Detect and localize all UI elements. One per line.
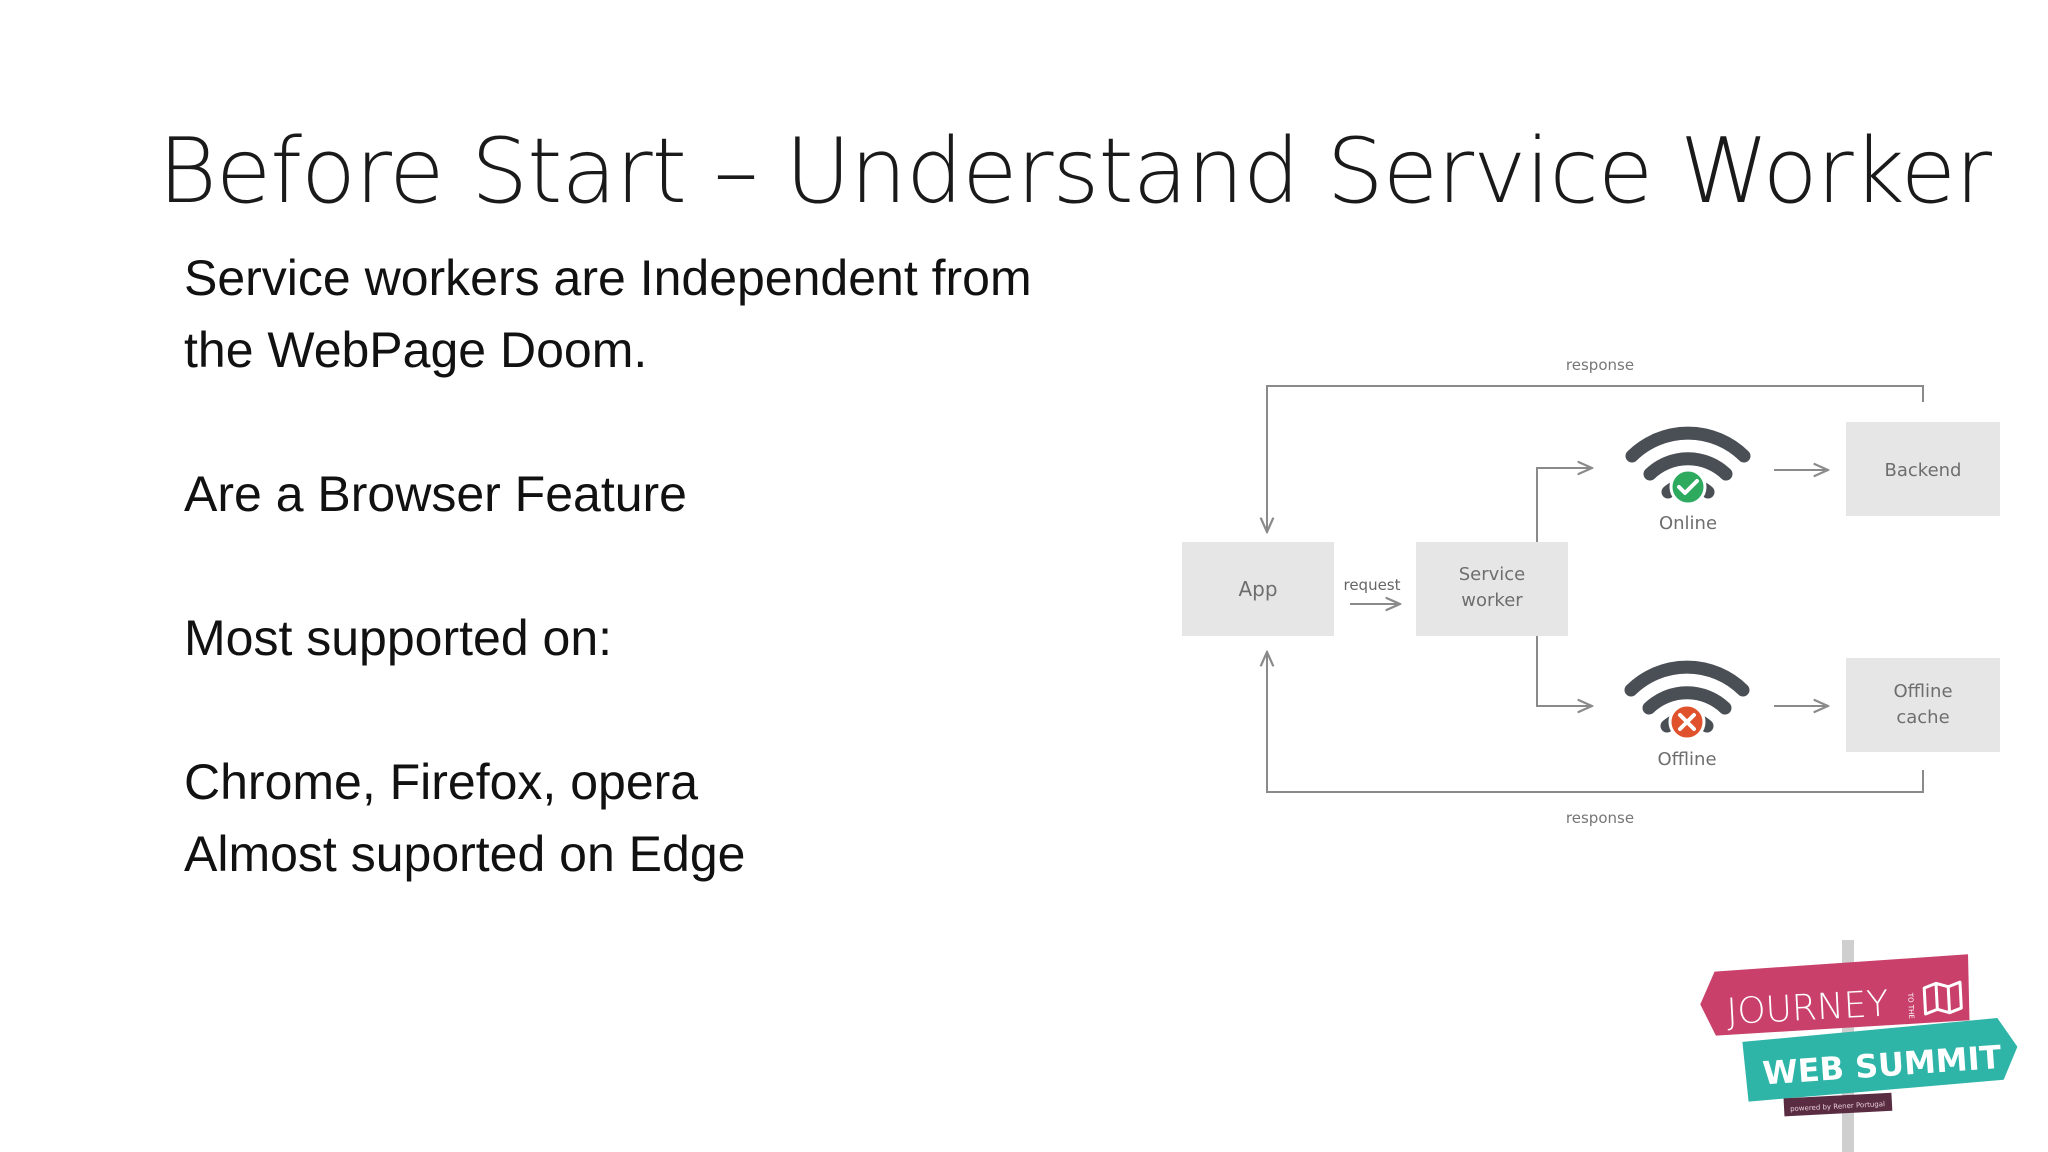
backend-box (1846, 422, 2000, 516)
offline-cache-label-2: cache (1896, 707, 1949, 728)
slide-content: Service workers are Independent from the… (184, 242, 1032, 890)
logo-tagline-plate (1783, 1092, 1893, 1117)
offline-cache-box (1846, 658, 2000, 752)
response-top-path (1267, 385, 1924, 532)
content-line: Are a Browser Feature (184, 466, 687, 522)
logo-to-the-text: TO THE (1906, 992, 1915, 1019)
offline-branch-arrow (1536, 636, 1592, 706)
response-top-label: response (1566, 356, 1634, 374)
offline-cache-label-1: Offline (1893, 681, 1952, 702)
logo-journey-text: JOURNEY (1726, 984, 1890, 1033)
online-label: Online (1659, 513, 1717, 534)
online-check-icon (1669, 468, 1707, 506)
service-worker-label-1: Service (1459, 564, 1526, 585)
content-line: the WebPage Doom. (184, 322, 648, 378)
offline-label: Offline (1657, 749, 1716, 770)
service-worker-diagram: response response App request Service wo… (1182, 356, 2000, 827)
content-gap (184, 530, 1032, 602)
app-box (1182, 542, 1334, 636)
logo-pink-sign (1700, 954, 1970, 1036)
backend-label: Backend (1885, 460, 1962, 481)
slide-title: Before Start – Understand Service Worker (158, 119, 1992, 224)
content-line: Most supported on: (184, 610, 613, 666)
journey-web-summit-logo: JOURNEY TO THE WEB SUMMIT powered by Ren… (1700, 940, 2018, 1152)
content-line: Service workers are Independent from (184, 250, 1032, 306)
map-icon (1922, 980, 1963, 1016)
online-branch-arrow (1536, 468, 1592, 542)
request-label: request (1343, 576, 1400, 594)
response-bottom-label: response (1566, 809, 1634, 827)
content-line: Chrome, Firefox, opera (184, 754, 699, 810)
content-gap (184, 386, 1032, 458)
offline-x-icon (1668, 703, 1706, 741)
response-bottom-path (1267, 652, 1924, 793)
service-worker-box (1416, 542, 1568, 636)
app-label: App (1238, 577, 1277, 601)
content-gap (184, 674, 1032, 746)
service-worker-label-2: worker (1461, 590, 1523, 611)
logo-teal-sign (1742, 1018, 2018, 1102)
content-line: Almost suported on Edge (184, 826, 746, 882)
